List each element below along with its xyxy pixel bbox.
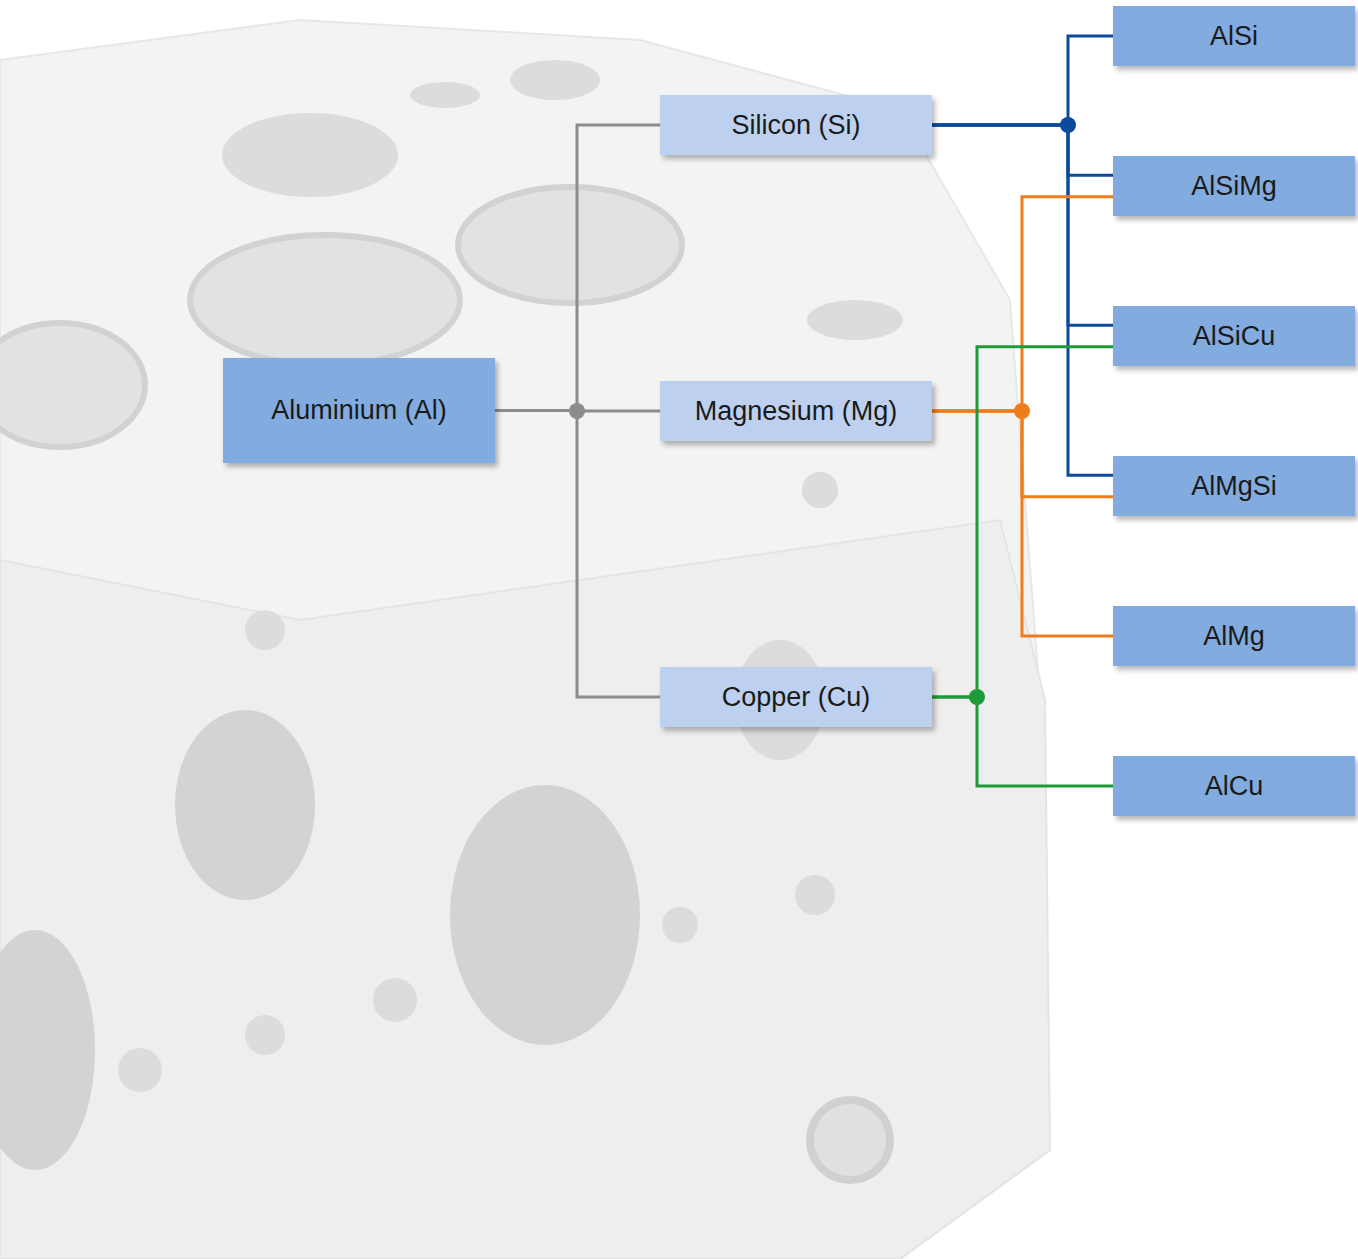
port-hole: [807, 300, 903, 340]
alloy-box: Copper (Cu): [660, 667, 932, 727]
connector-line: [932, 197, 1113, 411]
bolt-hole: [373, 978, 417, 1022]
port-hole: [450, 785, 640, 1045]
bolt-hole: [245, 610, 285, 650]
node-label: Magnesium (Mg): [695, 395, 898, 427]
connector-line: [932, 411, 1113, 636]
junction-dot: [1060, 117, 1076, 133]
node-label: Silicon (Si): [731, 109, 860, 141]
connector-line: [932, 347, 1113, 697]
alloy-box: Silicon (Si): [660, 95, 932, 155]
port-hole: [222, 113, 398, 197]
junction-dot: [1014, 403, 1030, 419]
connector-line: [495, 411, 660, 698]
alloy-box: AlSiCu: [1113, 306, 1355, 366]
alloy-box: AlCu: [1113, 756, 1355, 816]
port-hole: [510, 60, 600, 100]
bolt-hole: [662, 907, 698, 943]
bolt-hole: [802, 472, 838, 508]
alloy-box: AlSiMg: [1113, 156, 1355, 216]
node-label: Aluminium (Al): [271, 394, 447, 426]
port-hole: [0, 930, 95, 1170]
bolt-hole: [810, 1100, 890, 1180]
node-label: Copper (Cu): [722, 681, 871, 713]
bolt-hole: [118, 1048, 162, 1092]
junction-dot: [569, 403, 585, 419]
node-label: AlSiCu: [1193, 320, 1276, 352]
casting-holes: [0, 60, 903, 1180]
alloy-box: AlMgSi: [1113, 456, 1355, 516]
node-label: AlSiMg: [1191, 170, 1277, 202]
bolt-hole: [795, 875, 835, 915]
junction-dot: [969, 689, 985, 705]
port-hole: [175, 710, 315, 900]
node-label: AlCu: [1205, 770, 1264, 802]
connector-line: [932, 697, 1113, 786]
node-label: AlSi: [1210, 20, 1258, 52]
port-hole: [410, 82, 480, 108]
casting-side: [0, 520, 1050, 1259]
connector-line: [932, 125, 1113, 175]
edge-group: [495, 36, 1113, 786]
alloy-box: AlMg: [1113, 606, 1355, 666]
valve-seat: [0, 323, 145, 447]
connector-line: [932, 36, 1113, 125]
node-label: AlMg: [1203, 620, 1265, 652]
valve-seat: [458, 187, 682, 303]
bolt-hole: [245, 1015, 285, 1055]
alloy-box: Aluminium (Al): [223, 358, 495, 463]
connector-line: [495, 125, 660, 411]
node-label: AlMgSi: [1191, 470, 1277, 502]
alloy-box: AlSi: [1113, 6, 1355, 66]
valve-seat: [190, 235, 460, 365]
alloy-box: Magnesium (Mg): [660, 381, 932, 441]
casting-body: [0, 20, 1050, 1259]
